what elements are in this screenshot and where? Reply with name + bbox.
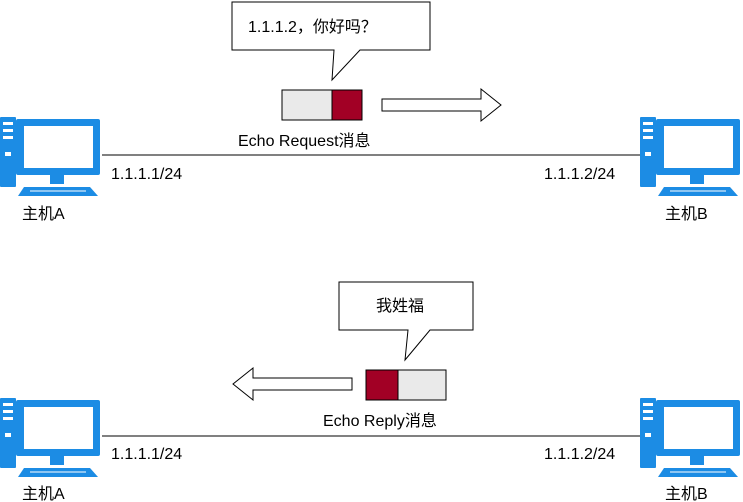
request-scene: 主机A 1.1.1.1/24 主机B 1.1.1.2/24 1.1.1.2，你好… (0, 1, 741, 223)
reply-host-a-name: 主机A (22, 485, 65, 502)
request-callout-text: 1.1.1.2，你好吗？ (248, 18, 377, 36)
reply-direction-arrow-icon (232, 366, 353, 402)
request-host-a-computer-icon (0, 116, 101, 197)
request-host-b-computer-icon (639, 116, 741, 197)
reply-host-b-computer-icon (639, 397, 741, 478)
request-host-b-name: 主机B (665, 205, 708, 223)
request-callout-bubble (231, 1, 431, 82)
reply-callout-text: 我姓福 (376, 297, 424, 315)
request-host-b-ip: 1.1.1.2/24 (544, 166, 615, 183)
request-host-a-name: 主机A (22, 205, 65, 223)
reply-packet-body (397, 369, 447, 401)
reply-packet-label: Echo Reply消息 (323, 412, 437, 430)
request-direction-arrow-icon (381, 87, 502, 123)
reply-host-b-name: 主机B (665, 485, 708, 502)
request-host-a-ip: 1.1.1.1/24 (111, 166, 182, 183)
request-packet-header (331, 89, 363, 121)
request-packet-label: Echo Request消息 (238, 132, 371, 150)
reply-callout-bubble (338, 281, 474, 362)
reply-packet-header (365, 369, 399, 401)
reply-host-a-ip: 1.1.1.1/24 (111, 446, 182, 463)
reply-host-b-ip: 1.1.1.2/24 (544, 446, 615, 463)
reply-scene: 主机A 1.1.1.1/24 主机B 1.1.1.2/24 我姓福 Echo R… (0, 281, 741, 502)
request-packet-body (281, 89, 333, 121)
reply-host-a-computer-icon (0, 397, 101, 478)
